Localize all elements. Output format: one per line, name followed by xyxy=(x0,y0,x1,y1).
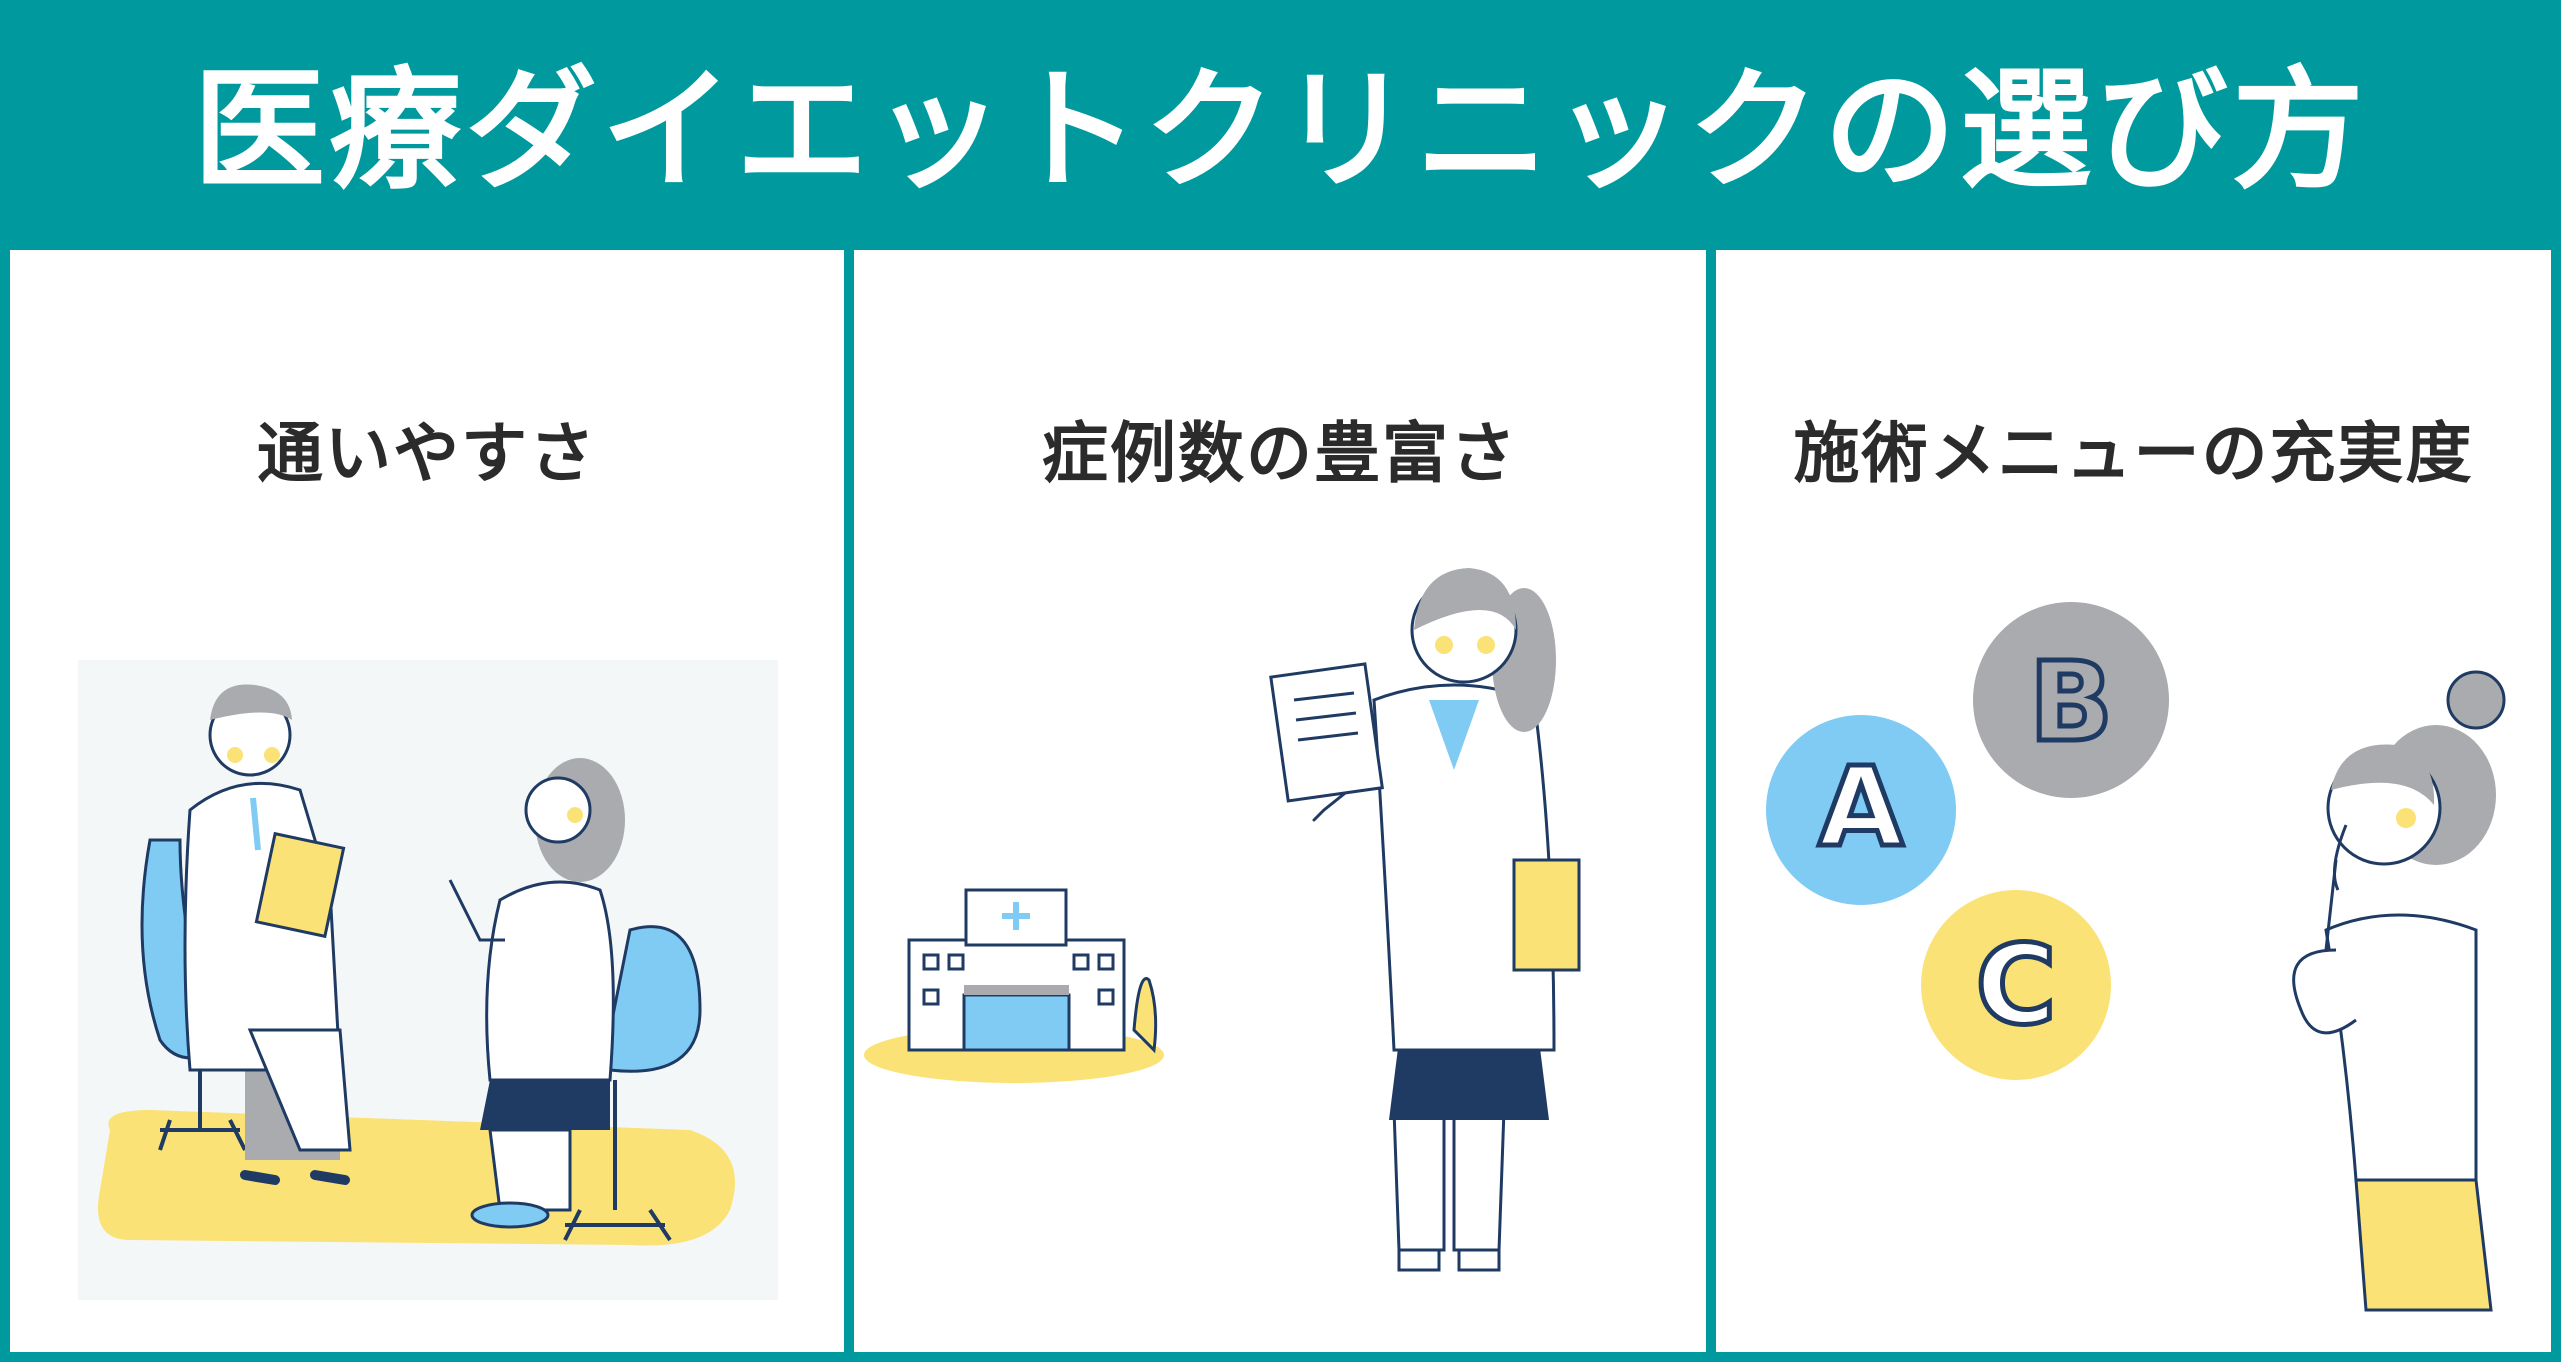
panel-case-volume: 症例数の豊富さ xyxy=(854,250,1706,1352)
panel-menu-variety: 施術メニューの充実度 A B C xyxy=(1716,250,2551,1352)
option-a-bubble xyxy=(1766,715,1956,905)
thinking-woman-figure xyxy=(2292,670,2506,1312)
option-c-bubble xyxy=(1921,890,2111,1080)
page-title: 医療ダイエットクリニックの選び方 xyxy=(193,53,2368,208)
hospital-icon xyxy=(864,888,1164,1083)
option-b-label: B xyxy=(2029,638,2113,766)
panel-heading: 施術メニューの充実度 xyxy=(1793,415,2474,492)
options-illustration: A B C xyxy=(1766,602,2506,1312)
panel-accessibility: 通いやすさ xyxy=(10,250,844,1352)
consultation-illustration xyxy=(78,660,778,1300)
option-c-label: C xyxy=(1976,921,2057,1049)
title-banner: 医療ダイエットクリニックの選び方 xyxy=(0,0,2561,246)
option-a-label: A xyxy=(1818,743,1903,871)
doctor-and-hospital-illustration xyxy=(864,568,1581,1272)
patient-figure xyxy=(448,758,625,1229)
panel-heading: 症例数の豊富さ xyxy=(1042,415,1518,492)
female-doctor-figure xyxy=(1269,568,1581,1272)
panel-heading: 通いやすさ xyxy=(257,415,597,492)
doctor-figure xyxy=(183,684,352,1185)
option-b-bubble xyxy=(1973,602,2169,798)
